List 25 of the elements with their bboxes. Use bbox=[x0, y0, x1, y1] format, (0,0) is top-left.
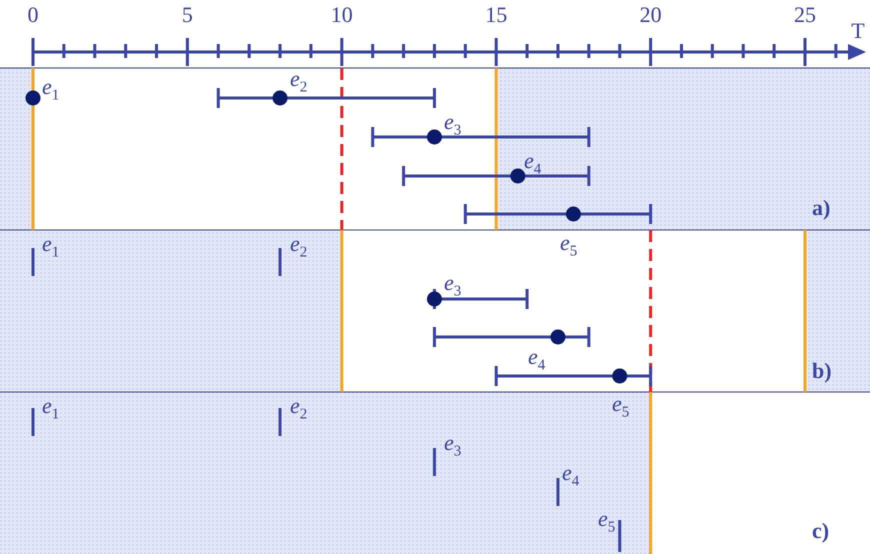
event-label: e$_{3}$ bbox=[444, 272, 462, 300]
axis-tick-label: 15 bbox=[485, 4, 508, 26]
axis-tick-label: 0 bbox=[28, 4, 38, 26]
event-label: e$_{5}$ bbox=[560, 232, 578, 260]
event-label: e$_{1}$ bbox=[42, 76, 60, 104]
event-label: e$_{2}$ bbox=[290, 68, 308, 96]
event-label: e$_{5}$ bbox=[598, 508, 616, 536]
event-label: e$_{3}$ bbox=[444, 111, 462, 138]
axis-tick-label: 5 bbox=[182, 4, 193, 26]
axis-tick-label: 20 bbox=[640, 4, 662, 26]
axis-tick-label: 25 bbox=[794, 4, 816, 26]
event-label: e$_{4}$ bbox=[524, 150, 542, 178]
event-label: e$_{1}$ bbox=[42, 395, 60, 422]
axis-title: T bbox=[851, 20, 865, 42]
event-label: e$_{3}$ bbox=[444, 432, 462, 460]
event-label: e$_{1}$ bbox=[42, 233, 60, 260]
event-label: e$_{4}$ bbox=[528, 346, 546, 374]
axis-tick-label: 10 bbox=[330, 4, 353, 26]
event-label: e$_{2}$ bbox=[290, 395, 308, 422]
panel-label: c) bbox=[812, 520, 830, 542]
event-label: e$_{2}$ bbox=[290, 233, 308, 260]
event-label: e$_{4}$ bbox=[562, 462, 580, 490]
panel-label: a) bbox=[812, 197, 830, 219]
event-label: e$_{5}$ bbox=[612, 393, 630, 420]
panel-label: b) bbox=[812, 360, 832, 382]
